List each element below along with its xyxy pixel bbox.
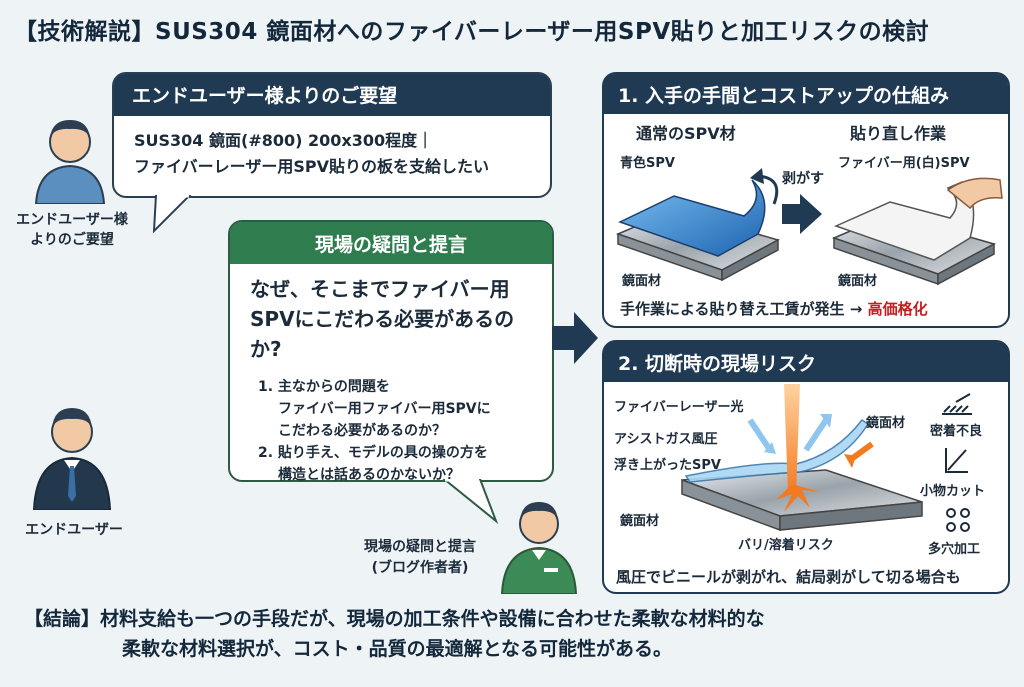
- end-user-top-line1: エンドユーザー様: [16, 212, 128, 228]
- end-user-avatar-icon: [34, 120, 106, 204]
- question-header: 現場の疑問と提言: [230, 222, 552, 264]
- request-bubble-tail: [152, 195, 192, 234]
- question-box: 現場の疑問と提言 なぜ、そこまでファイバー用 SPVにこだわる必要があるのか? …: [228, 220, 554, 483]
- right-base-label: 鏡面材: [838, 274, 878, 289]
- left-base-label: 鏡面材: [622, 274, 662, 289]
- peel-label: 剥がす: [782, 171, 824, 187]
- conclusion-line2: 柔軟な材料選択が、コスト・品質の最適解となる可能性がある。: [122, 638, 673, 660]
- end-user-top-line2: よりのご要望: [30, 232, 114, 248]
- request-header: エンドユーザー様よりのご要望: [114, 74, 550, 116]
- panel-risk-header: 2. 切断時の現場リスク: [604, 342, 1008, 382]
- blue-spv-sheet-illustration: [615, 168, 780, 282]
- risk-base-left-label: 鏡面材: [620, 514, 660, 529]
- blogger-line1: 現場の疑問と提言: [364, 539, 476, 555]
- blogger-label: 現場の疑問と提言 (ブログ作者者): [340, 537, 500, 579]
- blue-spv-label: 青色SPV: [620, 156, 675, 171]
- flow-arrow-icon: [552, 312, 598, 364]
- panel-cost-header: 1. 入手の手間とコストアップの仕組み: [604, 74, 1008, 114]
- risk-footer: 風圧でビニールが剥がれ、結局剥がして切る場合も: [616, 568, 961, 586]
- adhesion-icon: [942, 393, 972, 415]
- peel-arrow-icon: [782, 194, 822, 234]
- question-item1-line2: ファイバー用ファイバー用SPVに: [278, 401, 491, 417]
- end-user-bottom-label: エンドユーザー: [25, 522, 123, 538]
- question-item1-line1: 1. 主なからの問題を: [258, 379, 390, 395]
- question-item2-line1: 2. 貼り手え、モデルの具の操の方を: [258, 445, 488, 461]
- question-item2-line2: 構造とは話あるのかないか？: [278, 467, 460, 483]
- lifted-spv-label: 浮き上がったSPV: [614, 458, 721, 473]
- risk-adhesion-label: 密着不良: [930, 424, 983, 439]
- question-bubble-tail: [442, 479, 499, 525]
- end-user-businessman-icon: [32, 408, 112, 510]
- risk-base-right-label: 鏡面材: [866, 416, 906, 431]
- laser-label: ファイバーレーザー光: [614, 400, 744, 415]
- conclusion: 【結論】材料支給も一つの手段だが、現場の加工条件や設備に合わせた柔軟な材料的な …: [24, 604, 1004, 664]
- request-line2: ファイバーレーザー用SPV貼りの板を支給したい: [134, 157, 489, 176]
- cost-footer-highlight: 高価格化: [867, 300, 928, 318]
- small-cut-icon: [945, 448, 968, 473]
- question-main-line1: なぜ、そこまでファイバー用: [250, 277, 510, 301]
- cost-footer-text: 手作業による貼り替え工賃が発生 →: [620, 300, 863, 318]
- blogger-avatar-icon: [500, 502, 578, 594]
- question-item1-line3: こだわる必要があるのか？: [278, 423, 446, 439]
- request-line1: SUS304 鏡面(#800) 200x300程度｜: [134, 131, 434, 150]
- risk-multi-hole-label: 多穴加工: [928, 542, 981, 557]
- cost-footer: 手作業による貼り替え工賃が発生 → 高価格化: [620, 298, 928, 319]
- request-box: エンドユーザー様よりのご要望 SUS304 鏡面(#800) 200x300程度…: [112, 72, 552, 198]
- page-title: 【技術解説】SUS304 鏡面材へのファイバーレーザー用SPV貼りと加工リスクの…: [14, 19, 930, 45]
- question-main-line2: SPVにこだわる必要があるのか?: [250, 307, 515, 361]
- blogger-line2: (ブログ作者者): [371, 560, 469, 576]
- burr-risk-label: バリ/溶着リスク: [738, 538, 834, 553]
- normal-spv-title: 通常のSPV材: [636, 124, 736, 143]
- conclusion-line1: 【結論】材料支給も一つの手段だが、現場の加工条件や設備に合わせた柔軟な材料的な: [24, 608, 765, 630]
- laser-cutting-illustration: [681, 384, 923, 532]
- risk-small-cut-label: 小物カット: [920, 484, 986, 499]
- multi-hole-icon: [946, 508, 970, 532]
- reapply-title: 貼り直し作業: [850, 124, 947, 143]
- assist-gas-label: アシストガス風圧: [614, 432, 718, 447]
- white-spv-sheet-illustration: [831, 177, 1003, 286]
- white-spv-label: ファイバー用(白)SPV: [838, 156, 970, 171]
- end-user-top-label: エンドユーザー様 よりのご要望: [2, 210, 142, 250]
